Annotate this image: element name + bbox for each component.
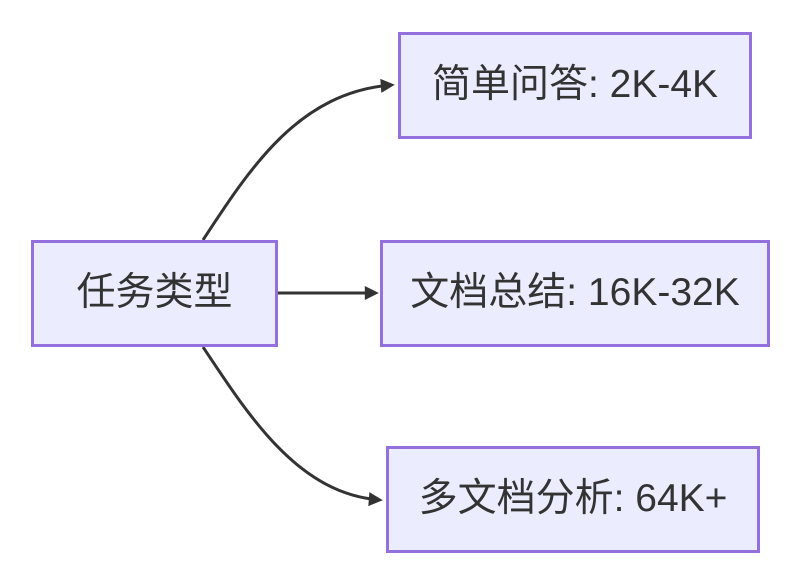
node-doc-summary: 文档总结: 16K-32K bbox=[380, 240, 770, 347]
node-simple-qa-label: 简单问答: 2K-4K bbox=[431, 63, 719, 107]
node-multi-doc: 多文档分析: 64K+ bbox=[386, 446, 760, 553]
node-multi-doc-label: 多文档分析: 64K+ bbox=[418, 477, 728, 521]
node-task-type: 任务类型 bbox=[31, 240, 278, 347]
node-simple-qa: 简单问答: 2K-4K bbox=[398, 32, 752, 139]
node-doc-summary-label: 文档总结: 16K-32K bbox=[410, 271, 740, 315]
node-task-type-label: 任务类型 bbox=[76, 271, 233, 315]
edge-task-type-to-simple-qa bbox=[201, 78, 395, 241]
edge-task-type-to-multi-doc bbox=[201, 346, 383, 507]
